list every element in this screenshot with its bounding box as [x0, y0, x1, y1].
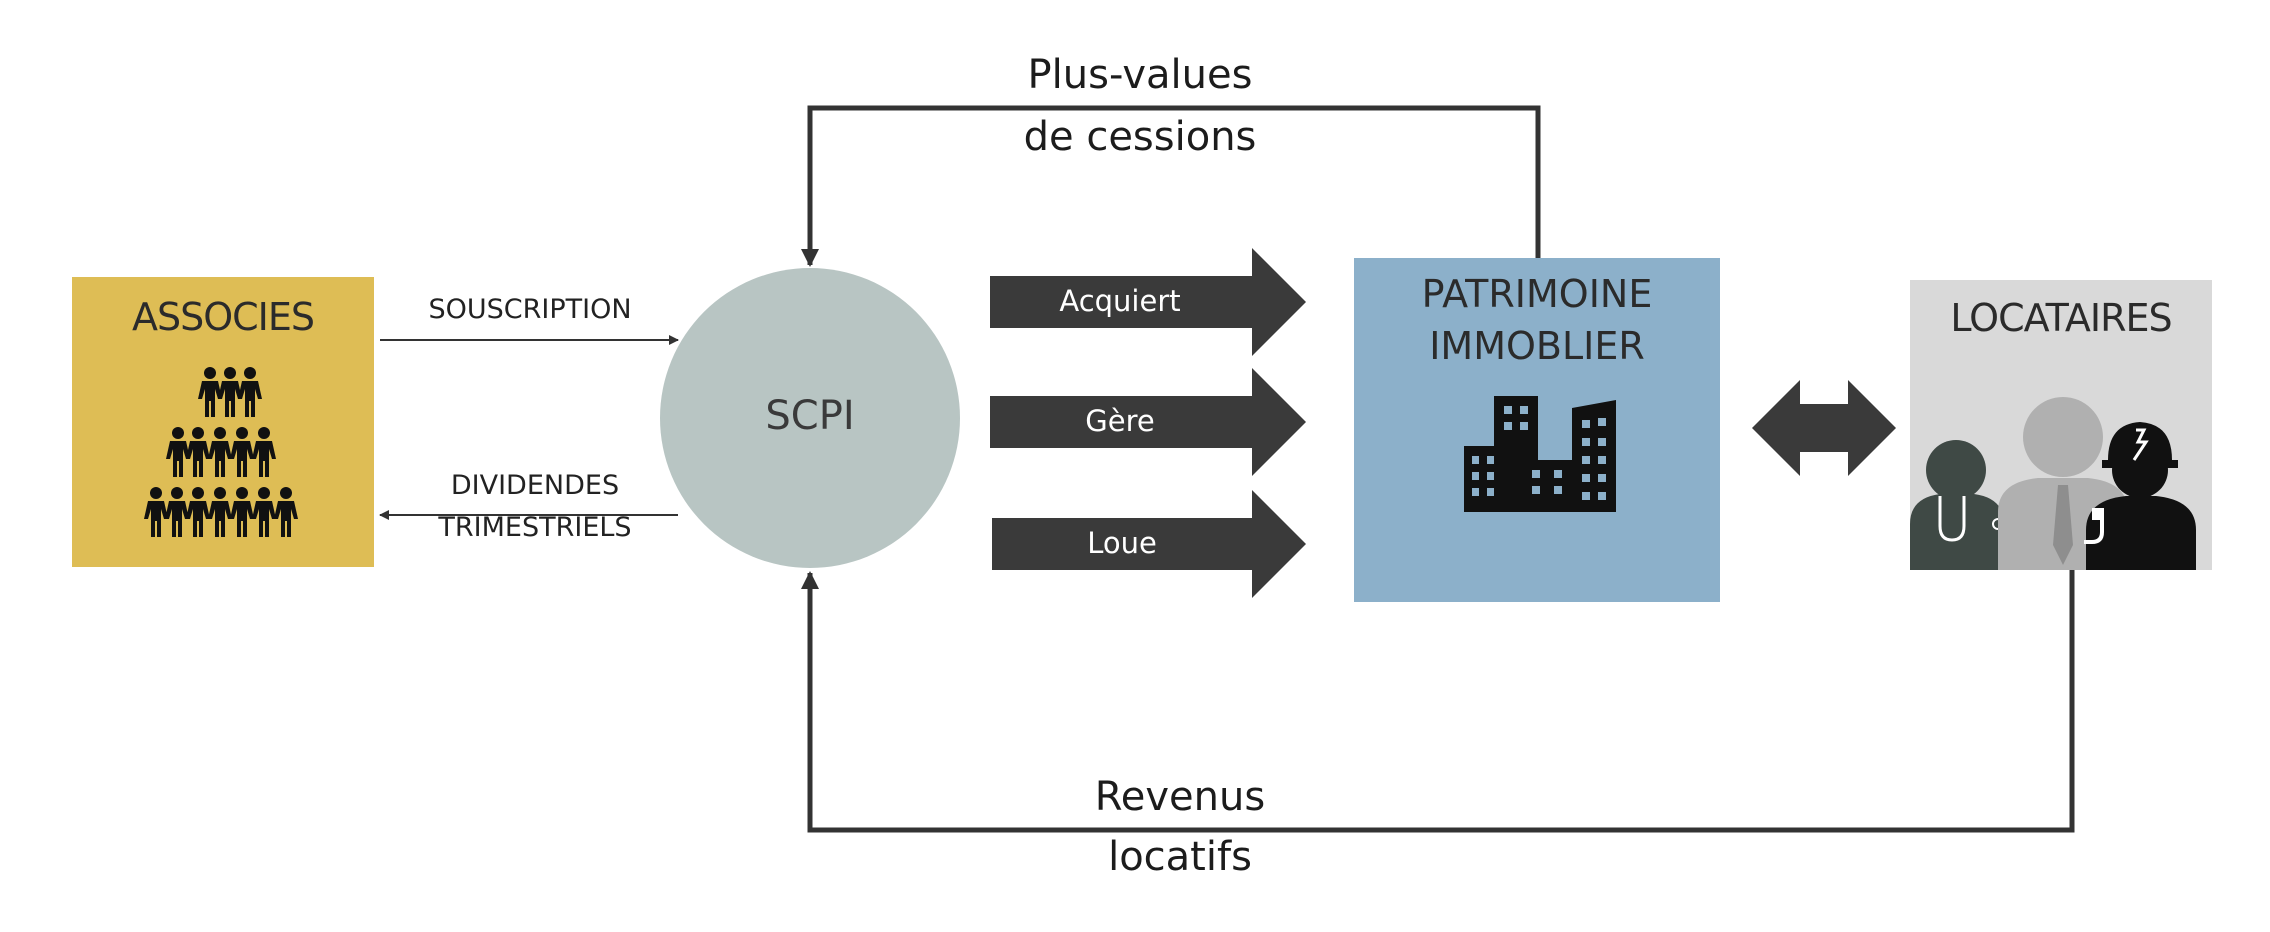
acquiert-label: Acquiert — [1059, 284, 1181, 318]
acquiert-arrow — [990, 248, 1306, 356]
loue-arrow — [992, 490, 1306, 598]
exchange-double-arrow — [1752, 380, 1896, 476]
souscription-label: SOUSCRIPTION — [428, 294, 632, 325]
people-pyramid-icon — [144, 367, 298, 537]
gere-arrow — [990, 368, 1306, 476]
patrimoine-title-line1: PATRIMOINE — [1421, 272, 1653, 316]
loue-label: Loue — [1087, 526, 1157, 560]
scpi-circle: SCPI — [660, 268, 960, 568]
revenus-connector — [801, 570, 2075, 833]
patrimoine-box: PATRIMOINE IMMOBLIER — [1354, 258, 1720, 602]
plus-values-label-line2: de cessions — [1023, 114, 1257, 160]
buildings-icon — [1464, 396, 1616, 512]
dividendes-label-line1: DIVIDENDES — [450, 470, 620, 501]
patrimoine-title-line2: IMMOBLIER — [1429, 324, 1645, 368]
locataires-title: LOCATAIRES — [1950, 296, 2172, 340]
revenus-label-line2: locatifs — [1108, 834, 1252, 880]
revenus-label-line1: Revenus — [1094, 774, 1266, 820]
plus-values-connector — [801, 105, 1541, 267]
gere-label: Gère — [1085, 404, 1155, 438]
associes-box: ASSOCIES — [72, 277, 374, 567]
plus-values-label-line1: Plus-values — [1027, 52, 1253, 98]
dividendes-label-line2: TRIMESTRIELS — [438, 512, 632, 543]
locataires-box: LOCATAIRES — [1910, 280, 2212, 570]
associes-title: ASSOCIES — [131, 295, 315, 339]
tenants-icon — [1910, 397, 2196, 570]
scpi-title: SCPI — [765, 393, 855, 439]
